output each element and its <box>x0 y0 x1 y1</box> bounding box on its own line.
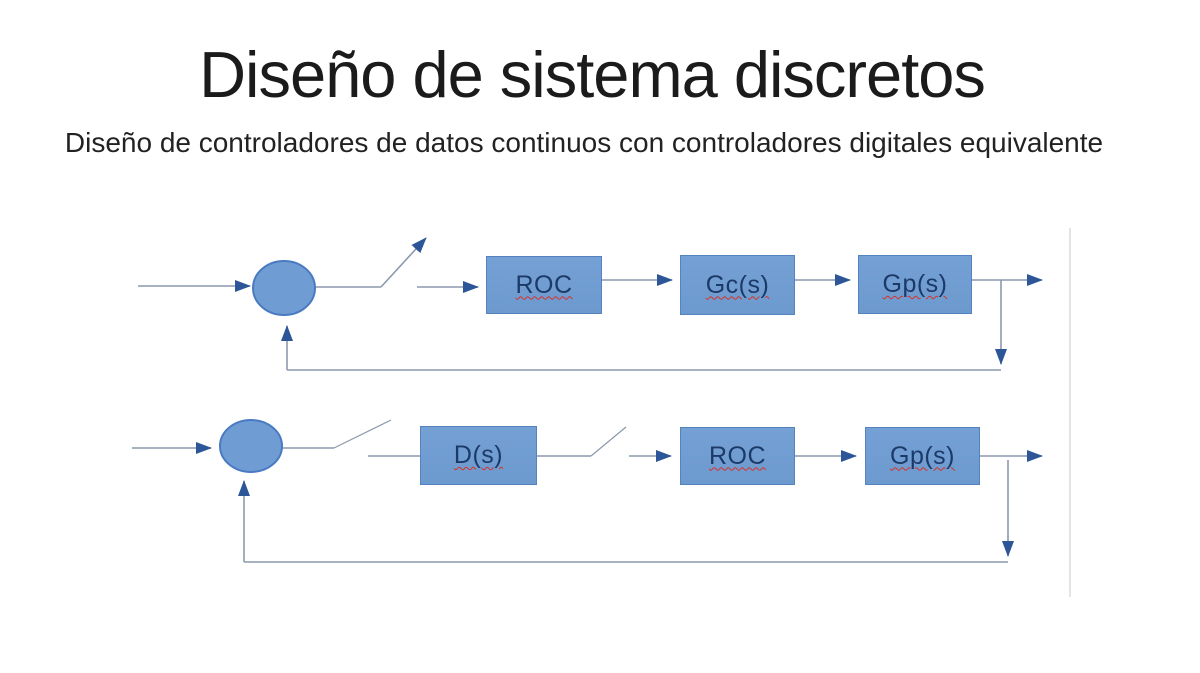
slide-subtitle: Diseño de controladores de datos continu… <box>64 127 1104 158</box>
block-gp-bottom: Gp(s) <box>865 427 980 485</box>
top-sampler-switch-blade <box>380 237 427 288</box>
top-summing-junction <box>252 260 316 316</box>
bottom-sampler1-switch-blade <box>333 419 392 449</box>
block-gp-bottom-label: Gp(s) <box>890 441 955 470</box>
block-gp-top-label: Gp(s) <box>882 270 948 298</box>
block-gc: Gc(s) <box>680 255 795 315</box>
block-roc-top: ROC <box>486 256 602 314</box>
block-gc-label: Gc(s) <box>705 270 770 299</box>
block-ds-label: D(s) <box>453 441 504 469</box>
block-gp-top: Gp(s) <box>858 255 972 314</box>
block-roc-bottom-label: ROC <box>708 441 767 470</box>
bottom-summing-junction <box>219 419 283 473</box>
block-roc-top-label: ROC <box>515 270 573 299</box>
slide-title: Diseño de sistema discretos <box>199 38 986 111</box>
bottom-diagram-connectors <box>132 419 1043 563</box>
top-diagram-connectors <box>138 237 1043 371</box>
block-ds: D(s) <box>420 426 537 485</box>
bottom-sampler2-switch-blade <box>590 426 627 457</box>
block-roc-bottom: ROC <box>680 427 795 485</box>
